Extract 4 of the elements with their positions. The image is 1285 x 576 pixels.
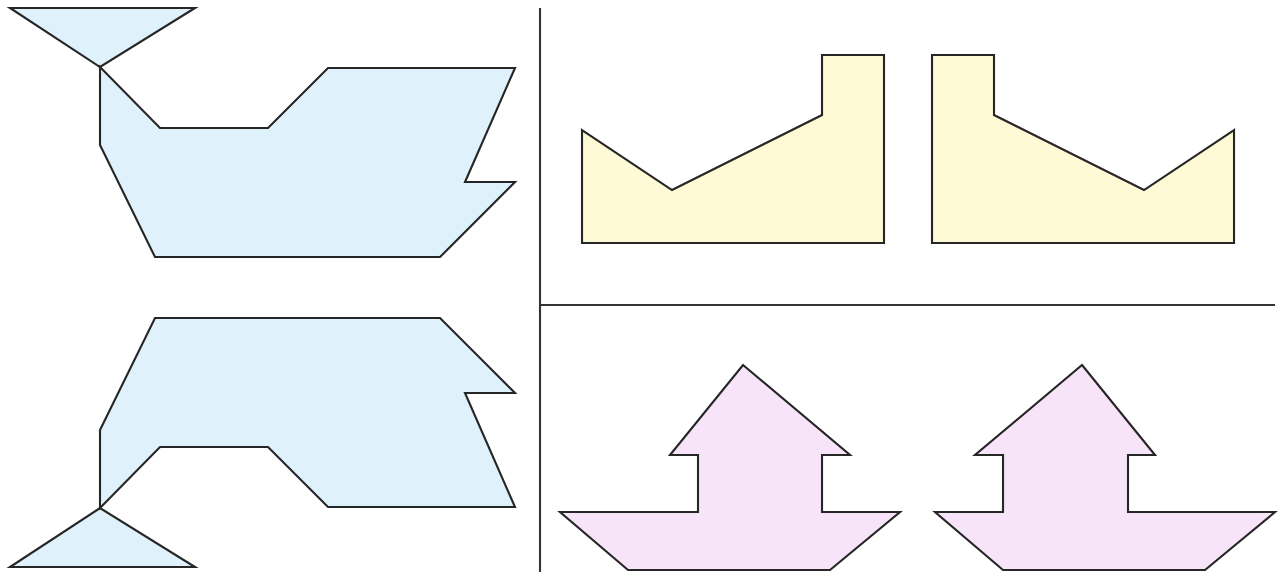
boot-shape (580, 53, 886, 245)
boat-shape (932, 363, 1278, 572)
boat-shape (557, 363, 903, 572)
boot-shape (930, 53, 1236, 245)
